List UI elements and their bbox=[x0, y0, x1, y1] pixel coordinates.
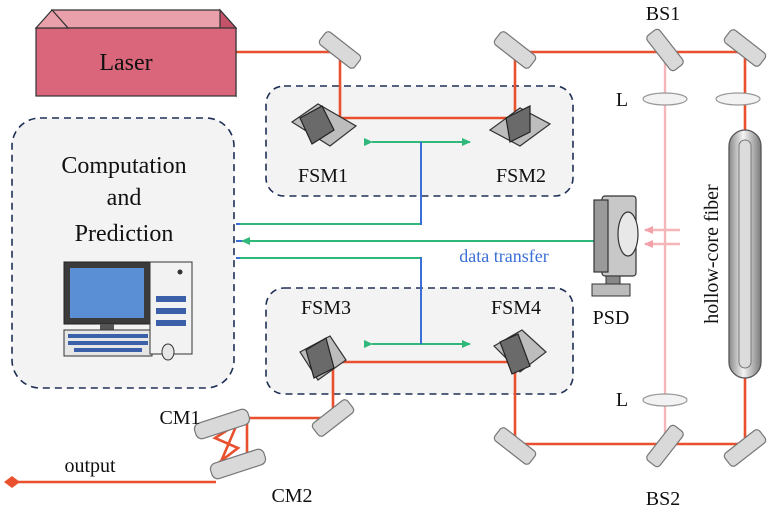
cm1-label: CM1 bbox=[159, 407, 200, 429]
output-label: output bbox=[64, 455, 116, 477]
mirror-bottom-middle bbox=[493, 427, 537, 465]
fiber-label: hollow-core fiber bbox=[701, 184, 723, 324]
computation-line1: Computation bbox=[61, 153, 186, 179]
mirror-top-right bbox=[723, 29, 767, 67]
psd-detector bbox=[591, 195, 639, 297]
mirror-bottom-right bbox=[723, 429, 767, 467]
lens-bottom-label: L bbox=[616, 389, 628, 411]
fsm1-mirror bbox=[290, 103, 358, 147]
lens-top-label: L bbox=[616, 89, 628, 111]
bs2-label: BS2 bbox=[646, 488, 680, 509]
beam-splitter-bs1 bbox=[646, 28, 684, 72]
lens-top bbox=[642, 92, 688, 106]
bs1-label: BS1 bbox=[646, 3, 680, 25]
fsm1-label: FSM1 bbox=[298, 165, 348, 187]
beam-splitter-bs2 bbox=[646, 424, 684, 468]
hollow-core-fiber bbox=[728, 129, 762, 379]
fsm2-label: FSM2 bbox=[496, 165, 546, 187]
lens-fiber-input bbox=[715, 92, 761, 106]
fsm4-mirror bbox=[493, 329, 547, 375]
computation-line3: Prediction bbox=[75, 221, 174, 247]
curved-mirror-cm2 bbox=[209, 448, 267, 480]
mirror-cm-feed bbox=[311, 399, 355, 437]
computer-icon bbox=[63, 261, 193, 361]
feedback-arrows bbox=[240, 223, 595, 259]
fsm4-label: FSM4 bbox=[491, 297, 541, 319]
fsm2-mirror bbox=[488, 105, 552, 147]
laser-source bbox=[34, 8, 238, 98]
mirror-top-1 bbox=[318, 31, 362, 69]
psd-label: PSD bbox=[593, 307, 630, 329]
output-arrow-icon bbox=[4, 476, 20, 488]
fsm3-mirror bbox=[299, 335, 347, 381]
sampled-beams bbox=[644, 54, 680, 448]
curved-mirror-cm1 bbox=[193, 408, 251, 440]
computation-line2: and bbox=[107, 185, 142, 211]
data-transfer-label: data transfer bbox=[459, 246, 548, 266]
mirror-top-2 bbox=[493, 31, 537, 69]
laser-label: Laser bbox=[99, 50, 152, 76]
lens-bottom bbox=[642, 393, 688, 407]
fsm3-label: FSM3 bbox=[301, 297, 351, 319]
cm2-label: CM2 bbox=[271, 485, 312, 507]
